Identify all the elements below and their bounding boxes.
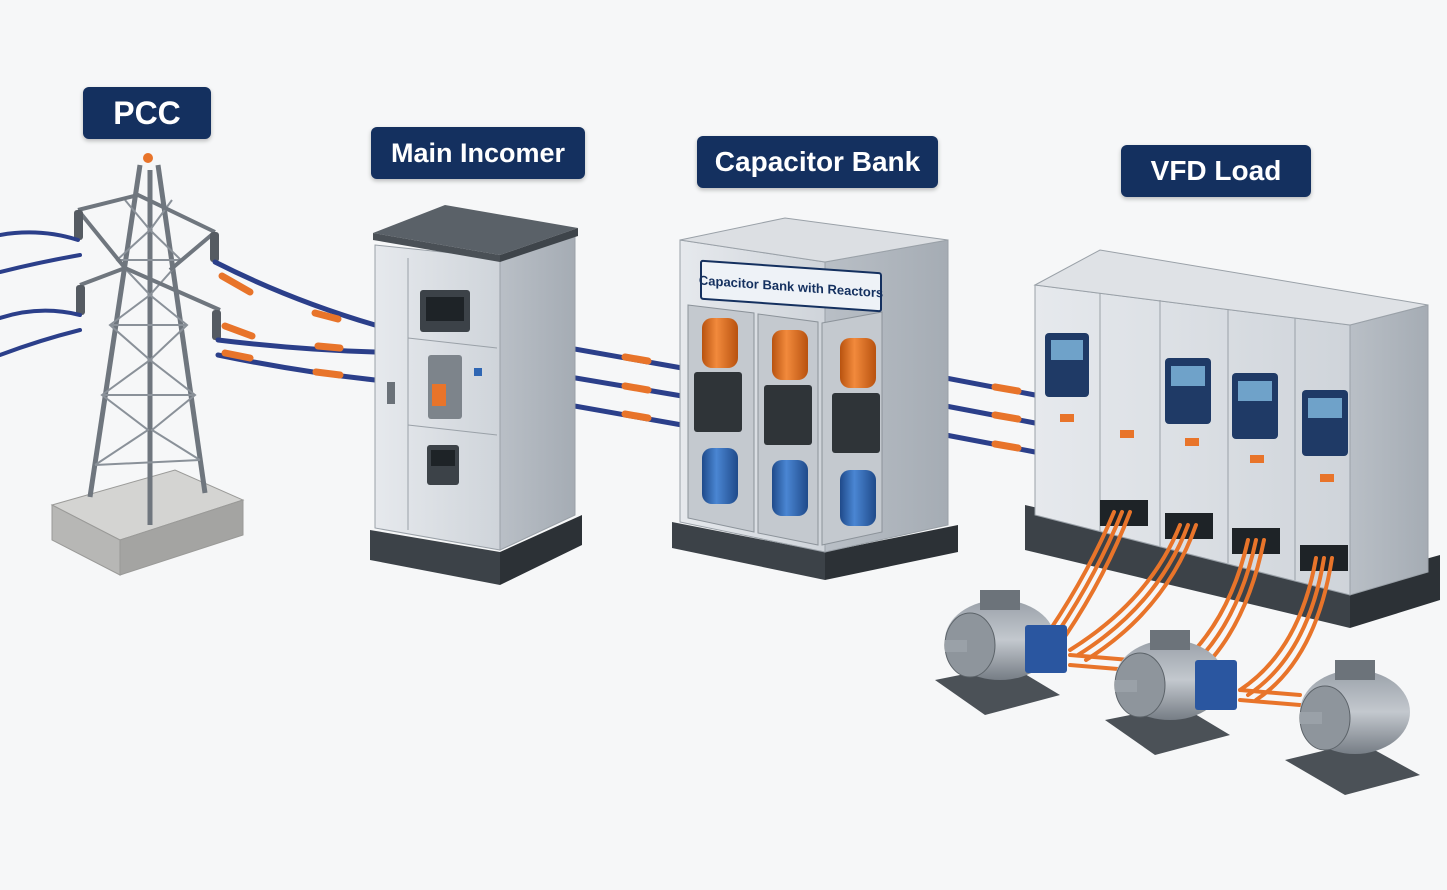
- electric-motor-icon: [1285, 660, 1420, 795]
- capacitor-icon: [702, 448, 876, 526]
- vfd-load-label: VFD Load: [1121, 145, 1311, 197]
- capacitor-icon: [702, 318, 876, 388]
- transmission-tower-icon: [50, 153, 245, 576]
- pcc-label: PCC: [83, 87, 211, 139]
- switchgear-cabinet-icon: [370, 205, 582, 585]
- capacitor-bank-label: Capacitor Bank: [697, 136, 938, 188]
- capacitor-cabinet-icon: [672, 217, 958, 580]
- electric-motor-icon: [935, 590, 1067, 715]
- reactor-icon: [694, 372, 880, 453]
- drive-cabinet-icon: [1025, 249, 1440, 628]
- main-incomer-label: Main Incomer: [371, 127, 585, 179]
- electric-motor-icon: [1105, 630, 1237, 755]
- motor-cables: [1048, 510, 1334, 707]
